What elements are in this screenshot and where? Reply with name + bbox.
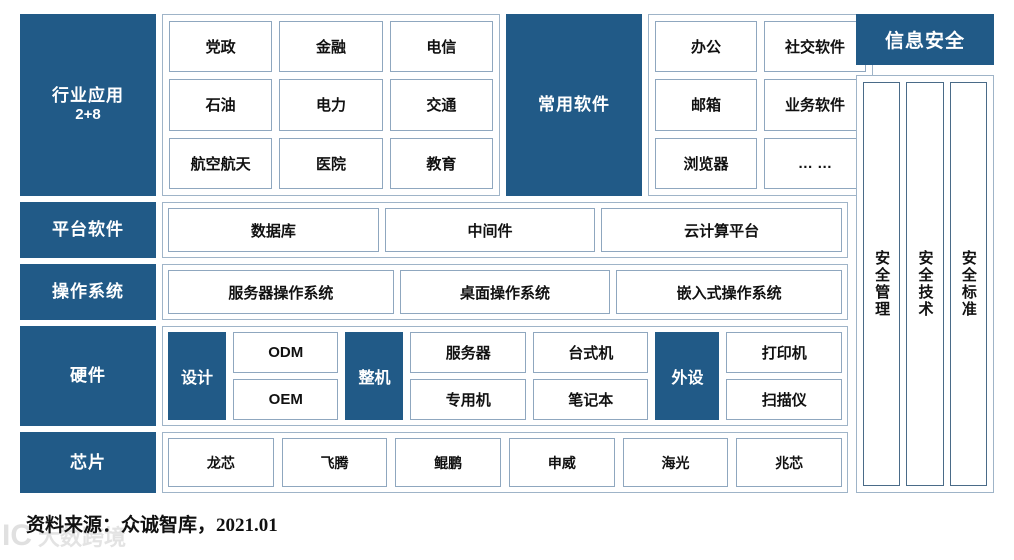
row-chip: 芯片 龙芯 飞腾 鲲鹏 申威 海光 兆芯 xyxy=(20,432,848,493)
row-label-chip-text: 芯片 xyxy=(70,452,106,472)
hardware-item[interactable]: ODM xyxy=(233,332,339,373)
hardware-item[interactable]: 扫描仪 xyxy=(726,379,842,420)
row-label-industry-application: 行业应用 2+8 xyxy=(20,14,156,196)
software-item[interactable]: 办公 xyxy=(655,21,757,73)
information-security-panel: 信息安全 安全管理 安全技术 安全标准 xyxy=(856,14,994,493)
industry-item[interactable]: 电力 xyxy=(279,79,383,131)
information-security-columns: 安全管理 安全技术 安全标准 xyxy=(856,75,994,493)
hardware-item[interactable]: 笔记本 xyxy=(532,379,649,420)
row-label-hardware: 硬件 xyxy=(20,326,156,426)
chip-item[interactable]: 申威 xyxy=(509,438,615,487)
hardware-items: 设计 ODM OEM 整机 服务器 专用机 台式机 笔记本 外设 打印机 扫描仪 xyxy=(162,326,848,426)
software-item[interactable]: 浏览器 xyxy=(655,137,757,189)
industry-item[interactable]: 教育 xyxy=(389,137,493,189)
industry-item[interactable]: 石油 xyxy=(169,79,273,131)
software-item[interactable]: 社交软件 xyxy=(764,21,866,73)
hardware-item[interactable]: OEM xyxy=(233,379,339,420)
hardware-group-peripheral-label: 外设 xyxy=(655,332,720,420)
hardware-item[interactable]: 台式机 xyxy=(532,332,649,373)
industry-item[interactable]: 电信 xyxy=(389,21,493,73)
operating-system-items: 服务器操作系统 桌面操作系统 嵌入式操作系统 xyxy=(162,264,848,320)
security-column[interactable]: 安全标准 xyxy=(949,82,987,486)
hardware-whole-machine-items-b: 台式机 笔记本 xyxy=(532,332,649,420)
row-label-industry-line2: 2+8 xyxy=(75,106,101,124)
industry-item-grid: 党政 金融 电信 石油 电力 交通 航空航天 医院 教育 xyxy=(162,14,500,196)
industry-item[interactable]: 金融 xyxy=(279,21,383,73)
software-item[interactable]: 邮箱 xyxy=(655,79,757,131)
industry-item[interactable]: 航空航天 xyxy=(169,137,273,189)
chip-item[interactable]: 海光 xyxy=(622,438,729,487)
hardware-peripheral-items: 打印机 扫描仪 xyxy=(726,332,842,420)
row-industry-application: 行业应用 2+8 党政 金融 电信 石油 电力 交通 航空航天 医院 教育 常用… xyxy=(20,14,873,196)
hardware-group-design-label: 设计 xyxy=(168,332,226,420)
chip-item[interactable]: 飞腾 xyxy=(281,438,388,487)
platform-item[interactable]: 数据库 xyxy=(168,208,379,252)
row-label-industry-line1: 行业应用 xyxy=(52,86,124,105)
platform-software-items: 数据库 中间件 云计算平台 xyxy=(162,202,848,258)
industry-item[interactable]: 医院 xyxy=(279,137,383,189)
hardware-item[interactable]: 服务器 xyxy=(410,332,526,373)
os-item[interactable]: 嵌入式操作系统 xyxy=(616,270,843,314)
platform-item[interactable]: 中间件 xyxy=(384,208,596,252)
security-column-label: 安全管理 xyxy=(873,250,891,318)
chip-item[interactable]: 龙芯 xyxy=(168,438,274,487)
os-item[interactable]: 服务器操作系统 xyxy=(168,270,394,314)
row-label-hardware-text: 硬件 xyxy=(70,366,106,386)
security-column[interactable]: 安全技术 xyxy=(906,82,944,486)
source-caption: 资料来源：众诚智库，2021.01 xyxy=(26,515,278,536)
row-platform-software: 平台软件 数据库 中间件 云计算平台 xyxy=(20,202,848,258)
platform-item[interactable]: 云计算平台 xyxy=(601,208,843,252)
os-item[interactable]: 桌面操作系统 xyxy=(399,270,611,314)
row-label-operating-system-text: 操作系统 xyxy=(52,282,124,302)
row-operating-system: 操作系统 服务器操作系统 桌面操作系统 嵌入式操作系统 xyxy=(20,264,848,320)
industry-item[interactable]: 交通 xyxy=(389,79,493,131)
security-column[interactable]: 安全管理 xyxy=(863,82,901,486)
security-column-label: 安全技术 xyxy=(916,250,934,318)
chip-items: 龙芯 飞腾 鲲鹏 申威 海光 兆芯 xyxy=(162,432,848,493)
industry-item[interactable]: 党政 xyxy=(169,21,273,73)
chip-item[interactable]: 鲲鹏 xyxy=(395,438,502,487)
row-label-chip: 芯片 xyxy=(20,432,156,493)
common-software-grid: 办公 社交软件 邮箱 业务软件 浏览器 … … xyxy=(648,14,873,196)
row-label-operating-system: 操作系统 xyxy=(20,264,156,320)
hardware-item[interactable]: 专用机 xyxy=(410,379,526,420)
chip-item[interactable]: 兆芯 xyxy=(736,438,843,487)
software-item[interactable]: 业务软件 xyxy=(764,79,866,131)
hardware-group-whole-machine-label: 整机 xyxy=(345,332,404,420)
row-label-common-software: 常用软件 xyxy=(506,14,642,196)
security-column-label: 安全标准 xyxy=(959,250,977,318)
information-security-header: 信息安全 xyxy=(856,14,994,65)
hardware-whole-machine-items-a: 服务器 专用机 xyxy=(410,332,526,420)
row-label-common-software-text: 常用软件 xyxy=(538,95,610,115)
hardware-design-items: ODM OEM xyxy=(233,332,339,420)
architecture-diagram: 行业应用 2+8 党政 金融 电信 石油 电力 交通 航空航天 医院 教育 常用… xyxy=(20,14,873,493)
row-label-platform-software: 平台软件 xyxy=(20,202,156,258)
software-item[interactable]: … … xyxy=(764,137,866,189)
row-label-platform-software-text: 平台软件 xyxy=(52,220,124,240)
hardware-item[interactable]: 打印机 xyxy=(726,332,842,373)
row-hardware: 硬件 设计 ODM OEM 整机 服务器 专用机 台式机 笔记本 外设 打印机 … xyxy=(20,326,848,426)
